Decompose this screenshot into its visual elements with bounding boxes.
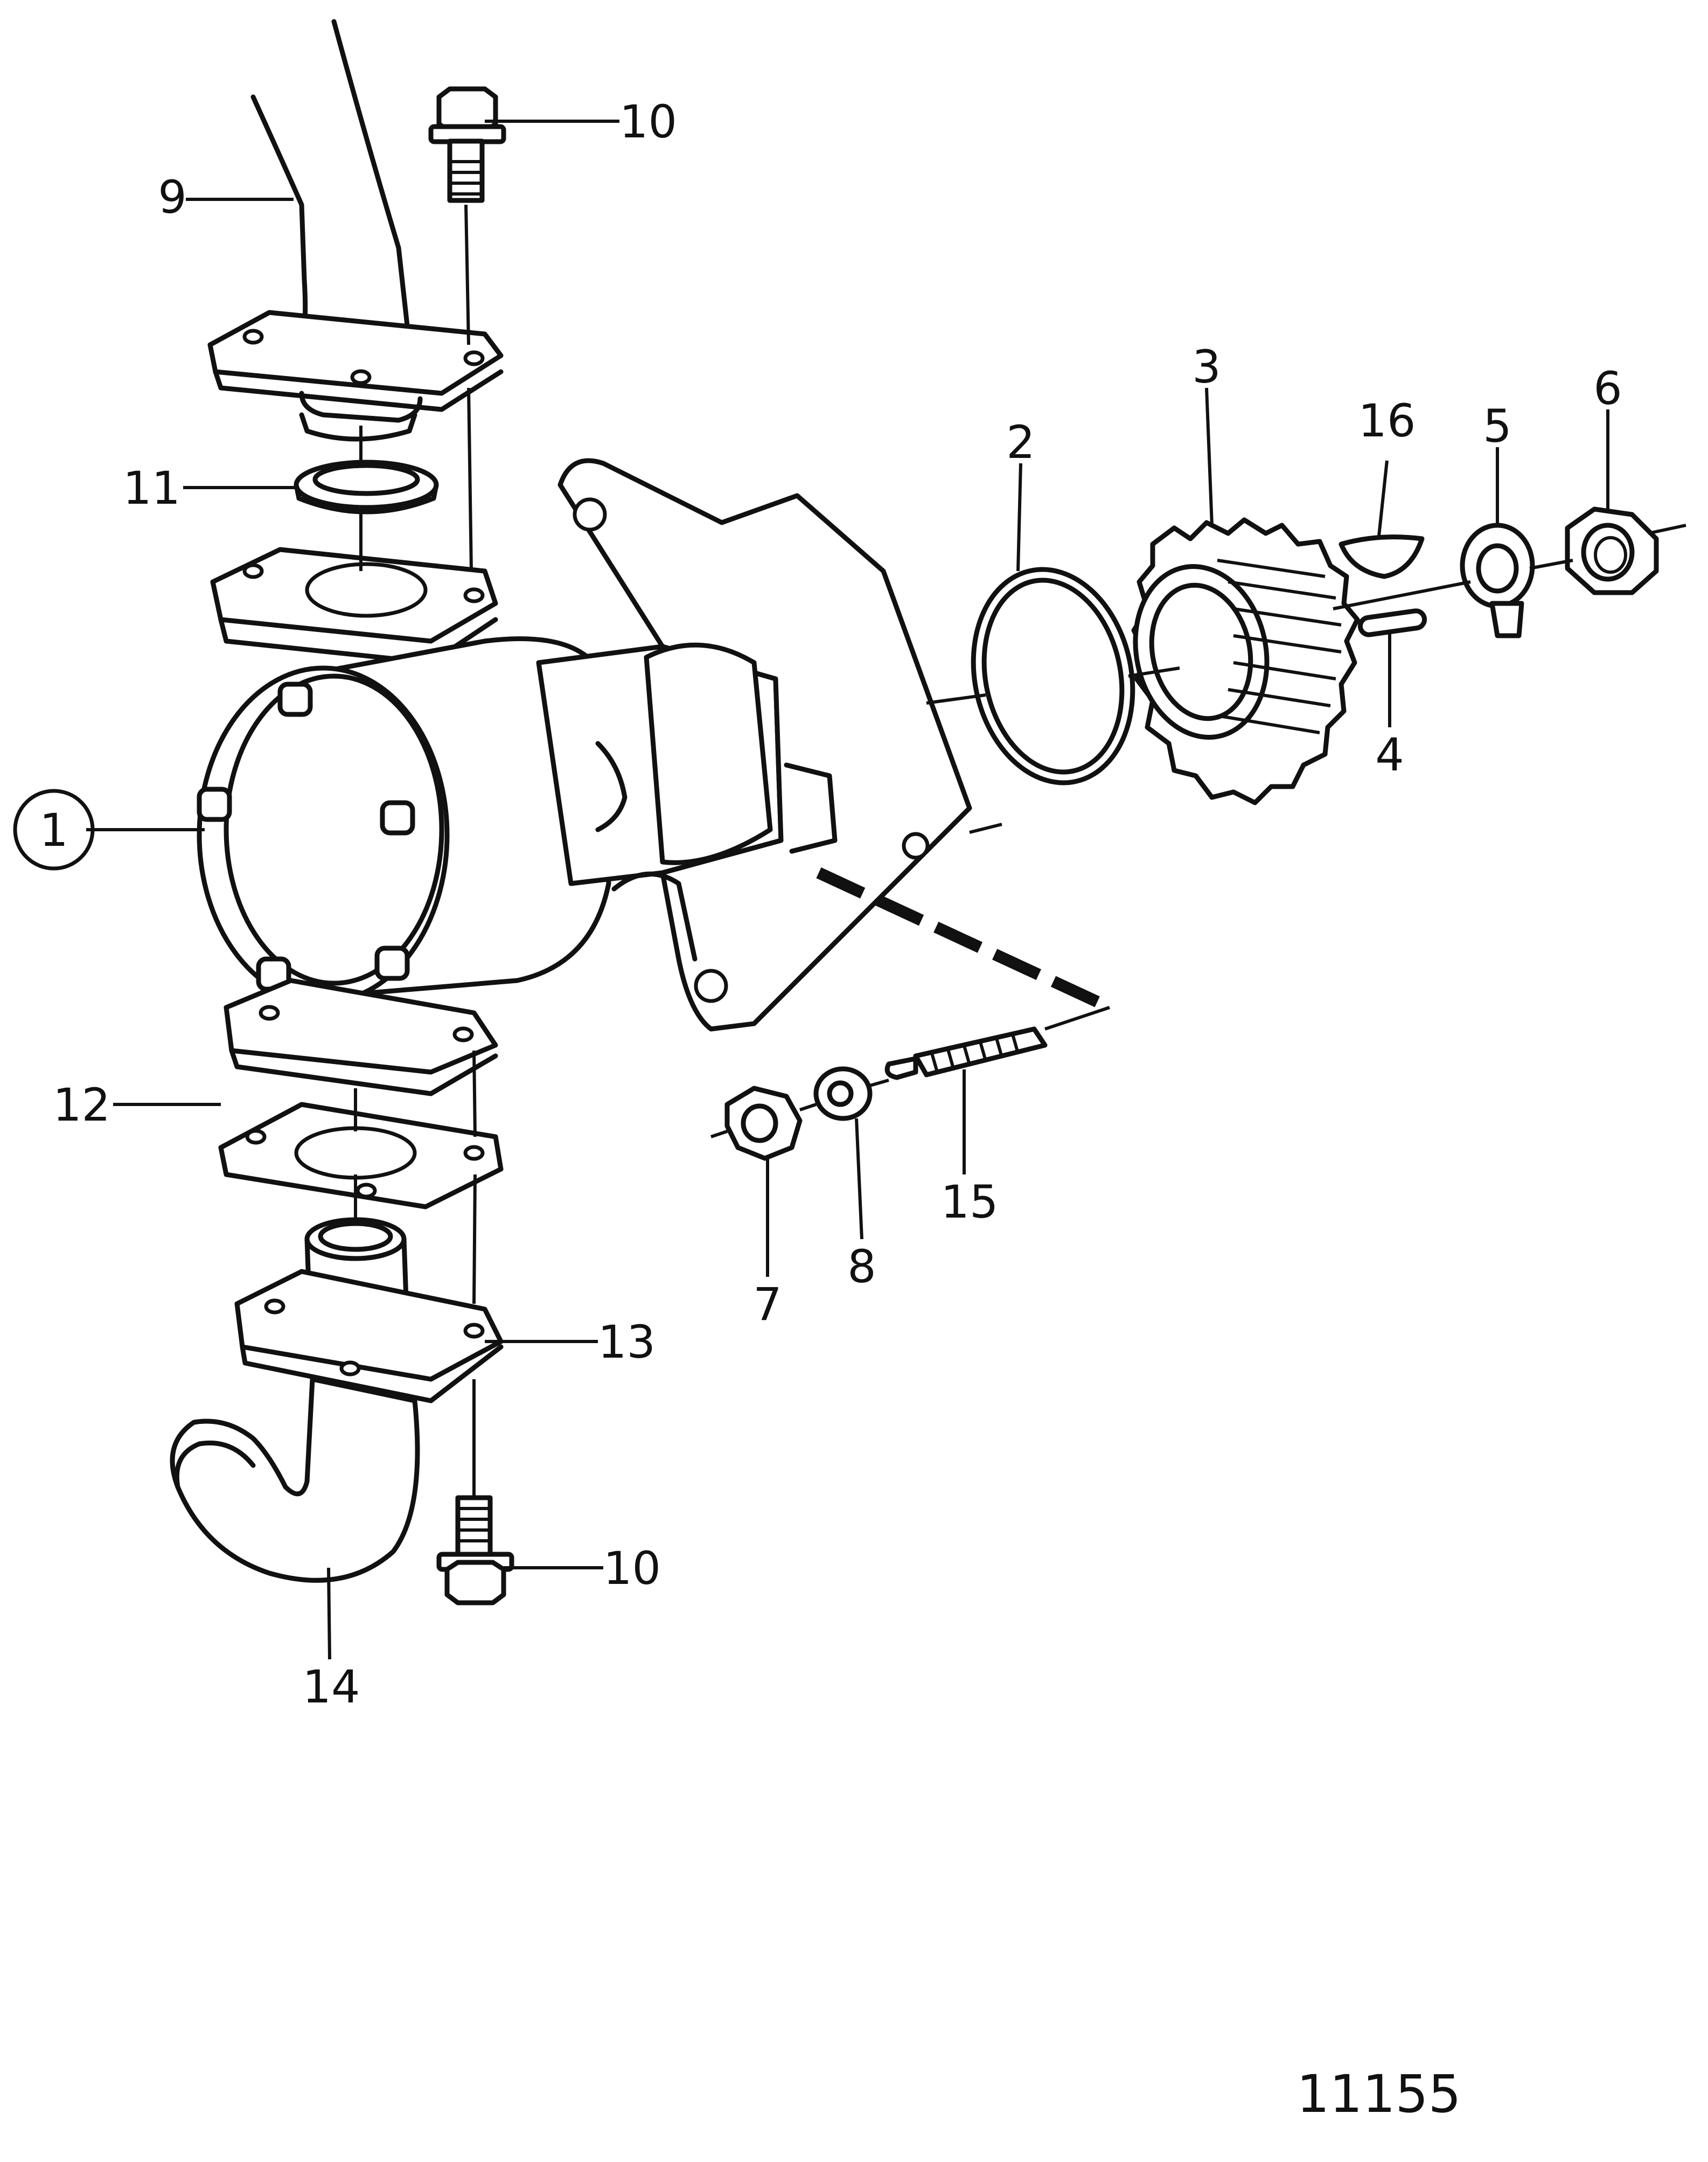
stud-dashed-link xyxy=(816,867,1112,1031)
pump-body xyxy=(197,458,972,1032)
callout-10-top: 10 xyxy=(619,95,677,148)
callout-6: 6 xyxy=(1593,362,1622,415)
bolt-axis xyxy=(354,204,477,1498)
leader-lines xyxy=(86,120,1609,1660)
gasket xyxy=(218,1102,504,1209)
outlet-pipe-flange xyxy=(207,310,504,442)
drive-gear xyxy=(1131,517,1360,805)
callout-9: 9 xyxy=(158,171,186,224)
stud-washer xyxy=(813,1066,873,1121)
pump-lower-port xyxy=(224,978,498,1096)
cover-screw xyxy=(197,682,415,992)
callout-13: 13 xyxy=(598,1316,656,1368)
woodruff-key xyxy=(1338,534,1425,579)
callout-15: 15 xyxy=(941,1176,999,1228)
bolt-top xyxy=(428,86,506,203)
callout-5: 5 xyxy=(1483,400,1511,453)
callout-16: 16 xyxy=(1358,394,1416,447)
seal-ring xyxy=(294,460,439,515)
shaft-axis xyxy=(926,524,1686,834)
callout-14: 14 xyxy=(303,1660,360,1713)
callout-10-bottom: 10 xyxy=(603,1542,661,1595)
callout-12: 12 xyxy=(53,1079,110,1131)
stud-nut xyxy=(724,1086,803,1161)
stud-axis xyxy=(710,1079,889,1138)
callout-2: 2 xyxy=(1006,416,1035,469)
callout-4: 4 xyxy=(1375,728,1404,781)
callout-7: 7 xyxy=(753,1278,782,1331)
callout-11: 11 xyxy=(123,462,180,515)
callout-1-circle xyxy=(13,789,95,871)
callout-labels: 1 2 3 4 5 6 7 8 9 10 10 11 12 13 14 15 1… xyxy=(39,95,1622,1713)
inlet-elbow xyxy=(170,1217,504,1583)
locking-pin xyxy=(1357,608,1427,637)
tab-washer xyxy=(1460,523,1535,638)
stud xyxy=(884,1026,1048,1080)
gear-nut xyxy=(1565,506,1659,595)
figure-number: 11155 xyxy=(1296,2064,1461,2124)
o-ring xyxy=(971,567,1135,785)
callout-8: 8 xyxy=(847,1240,876,1293)
bolt-bottom xyxy=(436,1495,514,1605)
outlet-pipe xyxy=(250,19,412,347)
callout-3: 3 xyxy=(1192,340,1221,393)
pump-upper-port xyxy=(210,547,498,665)
callout-1: 1 xyxy=(39,804,68,857)
